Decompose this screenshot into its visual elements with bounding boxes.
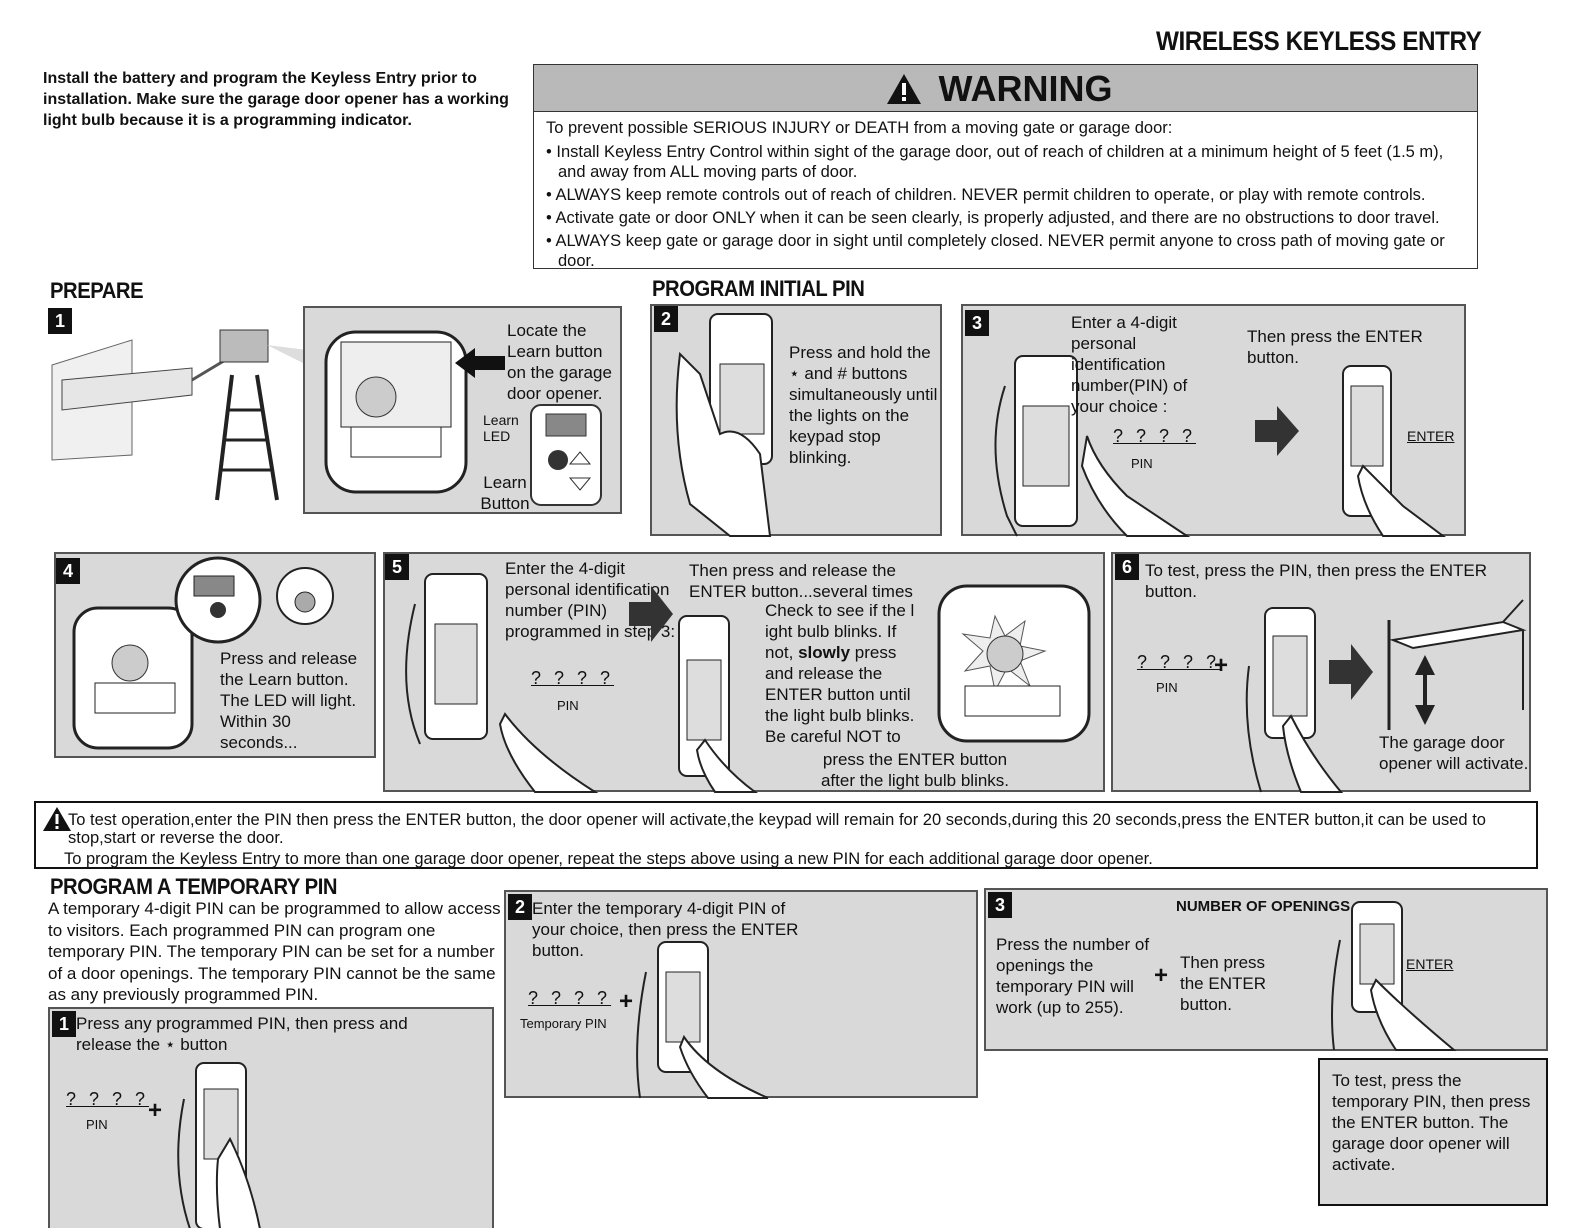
step-number: 2: [508, 894, 532, 920]
warning-triangle-icon: [887, 74, 921, 104]
step-number: 2: [654, 306, 678, 332]
enter-label: ENTER: [1407, 428, 1455, 444]
pin-label: PIN: [557, 698, 579, 713]
initial-step3-then: Then press the ENTER button.: [1247, 327, 1423, 367]
enter-label: ENTER: [1406, 956, 1454, 972]
warning-item: ALWAYS keep gate or garage door in sight…: [546, 231, 1465, 271]
program-initial-heading: PROGRAM INITIAL PIN: [652, 276, 865, 301]
prepare-heading: PREPARE: [50, 278, 144, 303]
note-box: To test operation,enter the PIN then pre…: [34, 801, 1538, 869]
learn-button-label: Learn Button: [480, 473, 530, 513]
keypad-enter-illustration: [678, 615, 759, 793]
caution-triangle-icon: [43, 807, 71, 831]
step-number: 6: [1115, 554, 1139, 580]
initial-step6-result: The garage door opener will activate.: [1379, 733, 1529, 773]
pin-placeholder: ? ? ? ?: [531, 668, 615, 688]
initial-step3-text: Enter a 4-digit personal identification …: [1071, 313, 1188, 416]
garage-illustration: [51, 329, 307, 501]
initial-step5-text: Enter the 4-digit personal identificatio…: [505, 559, 676, 641]
step-number: 1: [48, 308, 72, 334]
warning-lead: To prevent possible SERIOUS INJURY or DE…: [546, 119, 1173, 137]
temp-step3-title: NUMBER OF OPENINGS: [1176, 898, 1351, 915]
initial-step3-panel: 3 Enter a 4-digit personal identificatio…: [961, 304, 1466, 537]
note-line1: To test operation,enter the PIN then pre…: [68, 811, 1486, 847]
initial-step5-panel: 5 Enter the 4-digit personal identificat…: [383, 552, 1105, 793]
pin-label: PIN: [1131, 456, 1153, 471]
opener-learn-illustration: [72, 556, 334, 750]
prepare-step1-text: Locate the Learn button on the garage do…: [507, 321, 612, 403]
step-number: 3: [965, 310, 989, 336]
keypad-hand-illustration: [636, 941, 769, 1099]
keypad-enter-illustration: [1342, 365, 1446, 537]
temp-step3-then: Then press the ENTER button.: [1180, 953, 1266, 1014]
opener-closeup: Locate the Learn button on the garage do…: [303, 306, 622, 514]
plus-sign: +: [1214, 652, 1229, 679]
initial-step6-panel: 6 To test, press the PIN, then press the…: [1111, 552, 1531, 793]
check-text-c: press and release the ENTER button until…: [765, 643, 915, 746]
plus-sign: +: [619, 988, 634, 1015]
step-number: 1: [52, 1011, 76, 1037]
keypad-hand-illustration: [177, 1062, 261, 1228]
pin-placeholder: ? ? ? ?: [1113, 426, 1197, 446]
note-line2: To program the Keyless Entry to more tha…: [64, 850, 1153, 868]
right-arrow-icon: [1329, 644, 1373, 700]
pin-label: PIN: [86, 1117, 108, 1132]
plus-sign: +: [148, 1097, 163, 1124]
keypad-enter-illustration: [1331, 901, 1457, 1051]
keypad-hand-illustration: [405, 573, 599, 793]
step-number: 3: [988, 892, 1012, 918]
pin-placeholder: ? ? ? ?: [66, 1089, 150, 1109]
initial-step5-check: Check to see if the l ight bulb blinks. …: [765, 600, 925, 747]
initial-step6-text: To test, press the PIN, then press the E…: [1145, 561, 1488, 601]
garage-door-illustration: [1387, 599, 1527, 730]
opener-blink-illustration: [937, 584, 1091, 743]
temporary-intro: A temporary 4-digit PIN can be programme…: [48, 899, 501, 1004]
warning-item: Activate gate or door ONLY when it can b…: [546, 208, 1465, 228]
initial-step5-then: Then press and release the ENTER button.…: [689, 561, 913, 601]
temp-step3-panel: 3 NUMBER OF OPENINGS Press the number of…: [984, 888, 1548, 1051]
temp-step1-text: Press any programmed PIN, then press and…: [76, 1014, 408, 1054]
initial-step5-check-d: press the ENTER button after the light b…: [820, 750, 1010, 790]
warning-item: ALWAYS keep remote controls out of reach…: [546, 185, 1465, 205]
temp-step1-panel: 1 Press any programmed PIN, then press a…: [48, 1007, 494, 1228]
pin-label: PIN: [1156, 680, 1178, 695]
plus-sign: +: [1154, 962, 1169, 989]
right-arrow-icon: [1255, 406, 1299, 456]
temp-step3-text: Press the number of openings the tempora…: [996, 935, 1150, 1017]
pin-placeholder: ? ? ? ?: [1137, 652, 1221, 672]
step-number: 4: [56, 558, 80, 584]
warning-list: Install Keyless Entry Control within sig…: [546, 142, 1465, 271]
temp-test-text: To test, press the temporary PIN, then p…: [1332, 1071, 1531, 1174]
prepare-step1-panel: 1 Locate the Learn button on the garage …: [48, 306, 622, 514]
opener-illustration: [324, 330, 468, 494]
learn-panel-illustration: [530, 404, 602, 506]
page-title: WIRELESS KEYLESS ENTRY: [1156, 26, 1482, 56]
initial-step2-panel: 2 Press and hold the ⋆ and # buttons sim…: [650, 304, 942, 537]
intro-text: Install the battery and program the Keyl…: [43, 70, 509, 129]
pin-label: Temporary PIN: [520, 1016, 607, 1031]
check-text-b: slowly: [798, 643, 851, 662]
temp-step2-panel: 2 Enter the temporary 4-digit PIN of you…: [504, 890, 978, 1099]
keypad-enter-illustration: [1245, 607, 1344, 793]
temporary-heading: PROGRAM A TEMPORARY PIN: [50, 874, 338, 899]
initial-step2-text: Press and hold the ⋆ and # buttons simul…: [789, 343, 938, 467]
initial-step4-panel: 4 Press and release the Learn button. Th…: [54, 552, 376, 758]
initial-step4-text: Press and release the Learn button. The …: [220, 649, 358, 752]
keypad-hand-illustration: [675, 313, 773, 537]
step-number: 5: [385, 554, 409, 580]
pointer-arrow-icon: [455, 348, 505, 378]
temp-test-box: To test, press the temporary PIN, then p…: [1318, 1058, 1548, 1206]
warning-header: WARNING: [534, 65, 1477, 112]
learn-led-label: Learn LED: [483, 412, 519, 444]
check-text-a: Check to see if the l ight bulb blinks. …: [765, 601, 915, 662]
warning-title: WARNING: [938, 68, 1113, 109]
pin-placeholder: ? ? ? ?: [528, 988, 612, 1008]
warning-item: Install Keyless Entry Control within sig…: [546, 142, 1465, 182]
right-arrow-icon: [629, 586, 673, 642]
temp-step2-text: Enter the temporary 4-digit PIN of your …: [532, 899, 799, 960]
keypad-hand-illustration: [994, 355, 1191, 537]
warning-box: WARNING To prevent possible SERIOUS INJU…: [533, 64, 1478, 271]
